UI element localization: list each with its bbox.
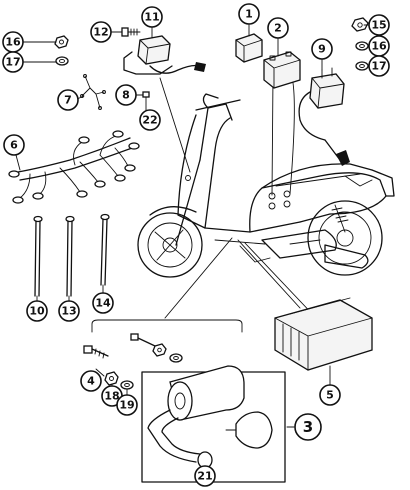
svg-text:8: 8 [122, 89, 130, 102]
svg-text:4: 4 [87, 375, 95, 388]
callout-1: 1 [238, 3, 260, 25]
part-16-washer-right [355, 41, 369, 51]
svg-text:1: 1 [245, 8, 253, 21]
part-19-washer [120, 380, 134, 390]
part-7-wire-clip [80, 74, 106, 110]
wiring-harness-illustration [8, 130, 140, 204]
svg-text:17: 17 [371, 60, 386, 73]
callout-14: 14 [92, 292, 114, 314]
callout-9: 9 [311, 38, 333, 60]
svg-text:14: 14 [95, 297, 111, 310]
callout-3: 3 [294, 413, 322, 441]
part-1-relay [235, 33, 263, 63]
svg-text:15: 15 [371, 19, 386, 32]
svg-text:9: 9 [318, 43, 326, 56]
svg-text:10: 10 [29, 305, 45, 318]
part-8-bolt [142, 91, 150, 111]
callout-7: 7 [57, 89, 79, 111]
callout-16-right: 16 [368, 35, 390, 57]
callout-16-left: 16 [2, 31, 24, 53]
exhaust-washer-upper [169, 353, 183, 363]
callout-10: 10 [26, 300, 48, 322]
svg-text:19: 19 [119, 399, 134, 412]
exhaust-nut-upper [152, 343, 167, 357]
svg-text:22: 22 [142, 114, 157, 127]
callout-12: 12 [90, 21, 112, 43]
svg-text:21: 21 [197, 470, 212, 483]
callout-2: 2 [267, 17, 289, 39]
exhaust-screw-upper [130, 333, 156, 347]
part-17-washer-left [55, 56, 69, 66]
svg-text:17: 17 [5, 56, 20, 69]
svg-text:3: 3 [303, 418, 313, 436]
callout-11: 11 [141, 6, 163, 28]
part-10-rod [33, 215, 43, 297]
part-2-battery [263, 51, 301, 89]
svg-text:16: 16 [371, 40, 387, 53]
svg-text:7: 7 [64, 94, 72, 107]
callout-19: 19 [116, 394, 138, 416]
svg-text:2: 2 [274, 22, 282, 35]
svg-text:6: 6 [10, 139, 18, 152]
ignition-coil-illustration [298, 67, 350, 166]
part-17-washer-right [355, 61, 369, 71]
callout-13: 13 [58, 300, 80, 322]
callout-22: 22 [139, 109, 161, 131]
callout-15: 15 [368, 14, 390, 36]
part-15-nut-right [351, 17, 369, 32]
svg-text:12: 12 [93, 26, 108, 39]
svg-text:16: 16 [5, 36, 21, 49]
exhaust-illustration [141, 365, 286, 483]
cdi-unit-illustration [274, 297, 373, 371]
part-18-nut [104, 371, 119, 386]
callout-17-right: 17 [368, 55, 390, 77]
part-4-bolt [83, 345, 109, 359]
callout-17-left: 17 [2, 51, 24, 73]
scooter-illustration [137, 93, 395, 278]
svg-text:18: 18 [104, 390, 119, 403]
part-16-nut-left [54, 35, 69, 49]
svg-text:11: 11 [144, 11, 159, 24]
callout-8: 8 [115, 84, 137, 106]
callout-21: 21 [194, 465, 216, 487]
part-12-screw [121, 27, 141, 37]
part-13-rod [65, 215, 75, 297]
part-14-rod [100, 213, 110, 286]
callout-5: 5 [319, 384, 341, 406]
svg-text:5: 5 [326, 389, 334, 402]
leader-lines [159, 69, 319, 321]
callout-4: 4 [80, 370, 102, 392]
callout-6: 6 [3, 134, 25, 156]
group-bracket [91, 319, 243, 333]
svg-text:13: 13 [61, 305, 76, 318]
regulator-illustration [123, 35, 206, 75]
